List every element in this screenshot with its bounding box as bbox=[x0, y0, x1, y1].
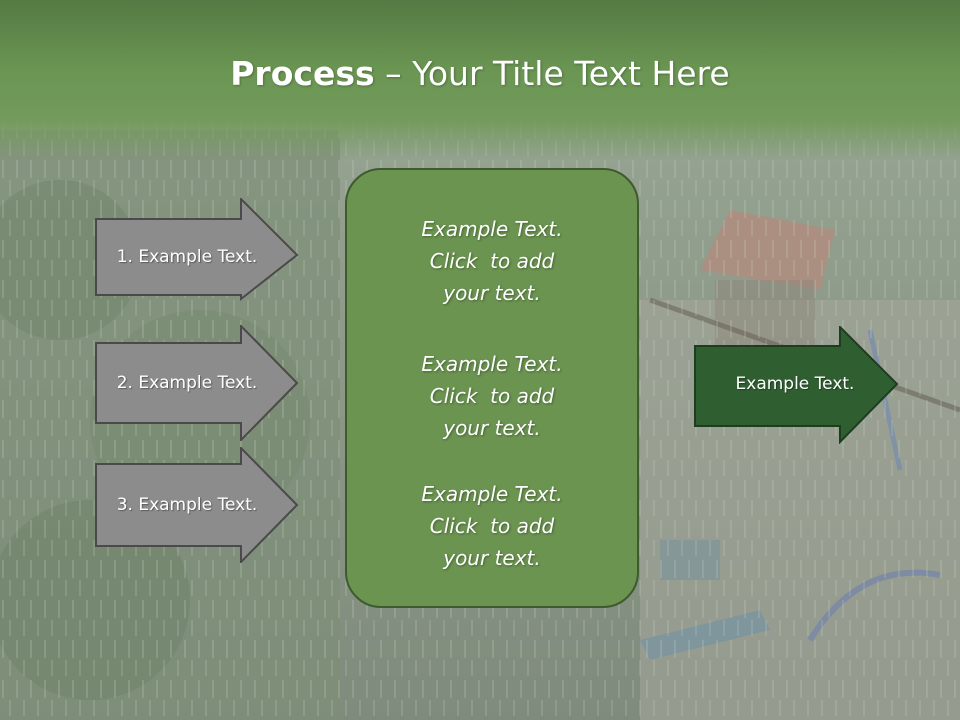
center-block-3-line-3: your text. bbox=[345, 542, 639, 574]
center-block-1-line-1: Example Text. bbox=[345, 213, 639, 245]
center-block-2-line-3: your text. bbox=[345, 412, 639, 444]
center-block-2: Example Text. Click to add your text. bbox=[345, 348, 639, 444]
center-block-3: Example Text. Click to add your text. bbox=[345, 478, 639, 574]
left-arrow-1-label: 1. Example Text. bbox=[97, 219, 277, 295]
center-block-1-line-3: your text. bbox=[345, 277, 639, 309]
center-block-3-line-2: Click to add bbox=[345, 510, 639, 542]
center-block-2-line-1: Example Text. bbox=[345, 348, 639, 380]
title-bold: Process bbox=[230, 54, 374, 93]
left-arrow-2-label: 2. Example Text. bbox=[97, 344, 277, 422]
page-title[interactable]: Process – Your Title Text Here bbox=[0, 52, 960, 96]
center-block-2-line-2: Click to add bbox=[345, 380, 639, 412]
center-block-1: Example Text. Click to add your text. bbox=[345, 213, 639, 309]
left-arrow-3-label: 3. Example Text. bbox=[97, 465, 277, 545]
title-rest: – Your Title Text Here bbox=[375, 54, 730, 93]
center-block-1-line-2: Click to add bbox=[345, 245, 639, 277]
right-arrow-label: Example Text. bbox=[704, 346, 886, 422]
center-block-3-line-1: Example Text. bbox=[345, 478, 639, 510]
